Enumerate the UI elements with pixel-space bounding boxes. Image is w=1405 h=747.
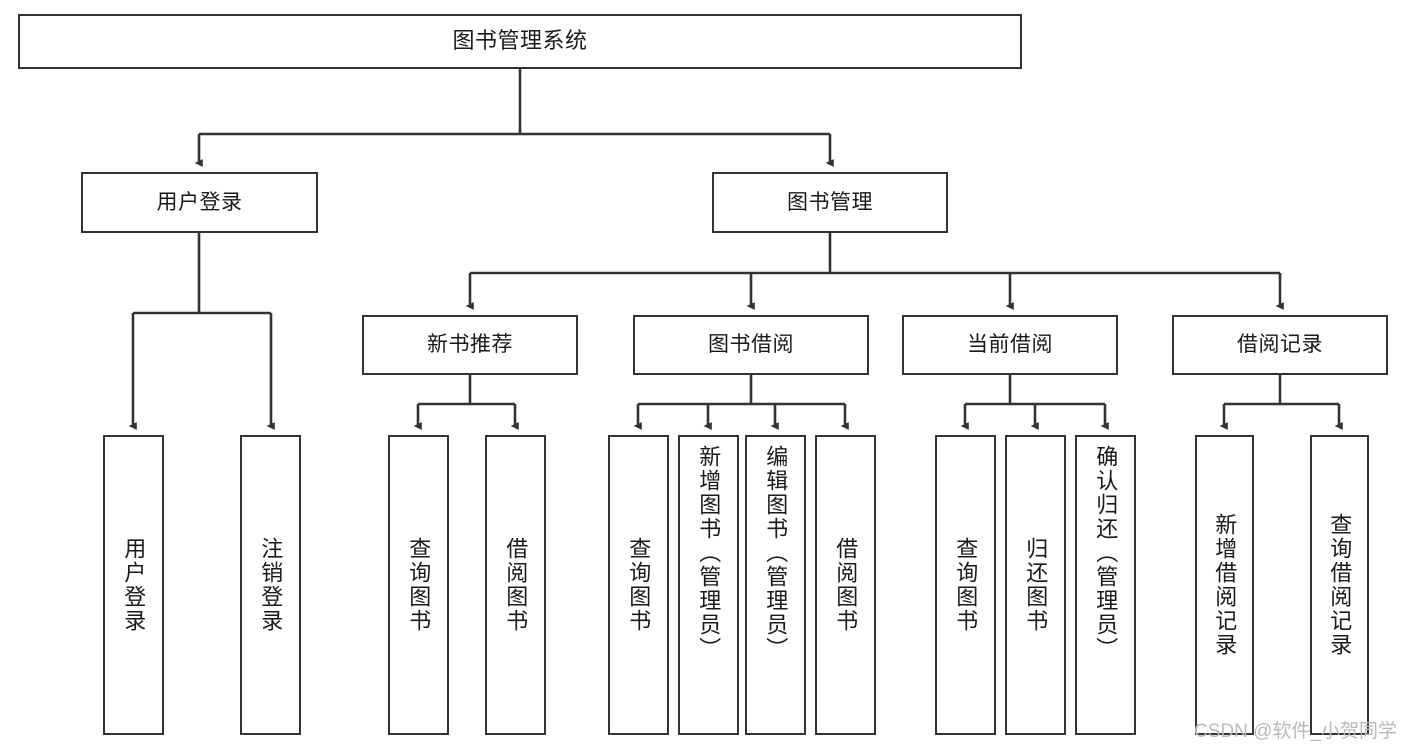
node-label: 当前借阅 bbox=[967, 333, 1053, 357]
node-user-login[interactable]: 用户登录 bbox=[81, 172, 318, 233]
node-label: 借阅图书 bbox=[503, 537, 529, 633]
csdn-watermark: CSDN @软件_小贺同学 bbox=[1194, 721, 1397, 742]
node-label: 新书推荐 bbox=[427, 333, 513, 357]
node-label: 注销登录 bbox=[258, 537, 284, 633]
leaf-edit-book-admin[interactable]: 编辑图书（管理员） bbox=[745, 435, 806, 735]
node-book-borrowing[interactable]: 图书借阅 bbox=[633, 315, 869, 375]
node-label: 查询借阅记录 bbox=[1327, 513, 1353, 657]
node-label: 归还图书 bbox=[1023, 537, 1049, 633]
node-label: 查询图书 bbox=[953, 537, 979, 633]
node-label: 用户登录 bbox=[121, 537, 147, 633]
node-label: 借阅记录 bbox=[1237, 333, 1323, 357]
leaf-query-book-borrowing[interactable]: 查询图书 bbox=[608, 435, 669, 735]
node-label: 查询图书 bbox=[406, 537, 432, 633]
node-label: 图书管理系统 bbox=[452, 28, 588, 54]
leaf-add-book-admin[interactable]: 新增图书（管理员） bbox=[678, 435, 739, 735]
node-current-borrowing[interactable]: 当前借阅 bbox=[902, 315, 1118, 375]
node-label: 用户登录 bbox=[156, 190, 243, 214]
node-label: 确认归还（管理员） bbox=[1093, 445, 1119, 661]
leaf-query-book-current[interactable]: 查询图书 bbox=[935, 435, 996, 735]
node-label: 新增图书（管理员） bbox=[696, 445, 722, 661]
node-book-management[interactable]: 图书管理 bbox=[712, 172, 948, 233]
leaf-user-login[interactable]: 用户登录 bbox=[103, 435, 164, 735]
node-new-book-recommendation[interactable]: 新书推荐 bbox=[362, 315, 578, 375]
node-label: 图书管理 bbox=[787, 190, 873, 214]
node-label: 查询图书 bbox=[626, 537, 652, 633]
leaf-borrow-book[interactable]: 借阅图书 bbox=[815, 435, 876, 735]
node-label: 新增借阅记录 bbox=[1212, 513, 1238, 657]
node-label: 图书借阅 bbox=[708, 333, 794, 357]
node-borrowing-records[interactable]: 借阅记录 bbox=[1172, 315, 1388, 375]
leaf-confirm-return-admin[interactable]: 确认归还（管理员） bbox=[1075, 435, 1136, 735]
leaf-logout[interactable]: 注销登录 bbox=[240, 435, 301, 735]
leaf-query-book-recommendation[interactable]: 查询图书 bbox=[388, 435, 449, 735]
leaf-add-borrowing-record[interactable]: 新增借阅记录 bbox=[1195, 435, 1254, 735]
leaf-borrow-book-recommendation[interactable]: 借阅图书 bbox=[485, 435, 546, 735]
node-label: 借阅图书 bbox=[833, 537, 859, 633]
leaf-return-book[interactable]: 归还图书 bbox=[1005, 435, 1066, 735]
node-label: 编辑图书（管理员） bbox=[763, 445, 789, 661]
node-root-book-management-system[interactable]: 图书管理系统 bbox=[18, 14, 1022, 69]
leaf-query-borrowing-record[interactable]: 查询借阅记录 bbox=[1310, 435, 1369, 735]
